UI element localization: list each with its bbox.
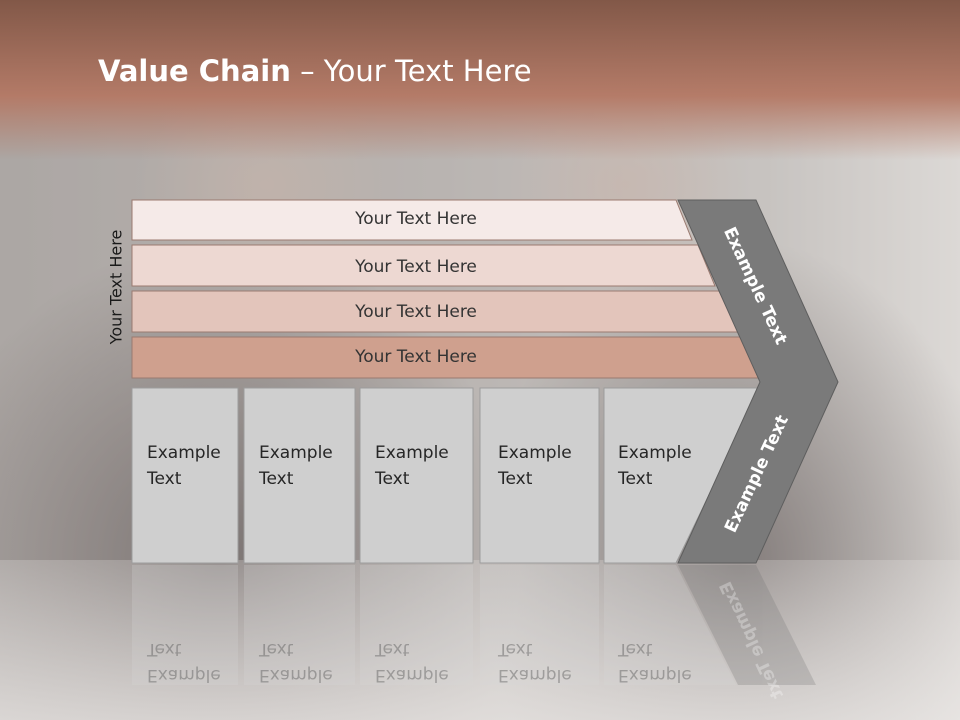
column-1-reflection-line1: Example [147, 665, 221, 685]
column-3-label: Example Text [375, 440, 449, 492]
bar-4-label: Your Text Here [355, 347, 477, 367]
chevron-reflection [678, 565, 816, 685]
column-2-reflection [244, 565, 355, 685]
bar-1 [131, 199, 693, 241]
column-4-reflection [480, 565, 599, 685]
column-2-label-reflection: Example Text [259, 636, 333, 688]
column-2-reflection-line1: Example [259, 665, 333, 685]
bar-2-label: Your Text Here [355, 257, 477, 277]
slide-title: Value Chain – Your Text Here [98, 54, 532, 88]
column-1-label-reflection: Example Text [147, 636, 221, 688]
reflection-group [132, 565, 816, 685]
column-1-reflection-line2: Text [147, 639, 182, 659]
column-5-reflection [604, 565, 736, 685]
column-4-label-reflection: Example Text [498, 636, 572, 688]
column-3-reflection [360, 565, 473, 685]
column-1-line2: Text [147, 469, 182, 489]
column-3-reflection-line1: Example [375, 665, 449, 685]
column-5-label-reflection: Example Text [618, 636, 692, 688]
column-5-reflection-line1: Example [618, 665, 692, 685]
column-3-line1: Example [375, 443, 449, 463]
column-5-line1: Example [618, 443, 692, 463]
column-4-reflection-line1: Example [498, 665, 572, 685]
column-4 [479, 387, 600, 564]
reflection-fade [0, 560, 960, 720]
column-5-label: Example Text [618, 440, 692, 492]
column-2-line2: Text [259, 469, 294, 489]
column-3 [359, 387, 474, 564]
column-1-line1: Example [147, 443, 221, 463]
column-2 [243, 387, 356, 564]
bar-1-label: Your Text Here [355, 209, 477, 229]
column-5 [603, 387, 762, 564]
column-2-label: Example Text [259, 440, 333, 492]
column-2-line1: Example [259, 443, 333, 463]
column-2-reflection-line2: Text [259, 639, 294, 659]
column-4-line1: Example [498, 443, 572, 463]
bar-3-label: Your Text Here [355, 302, 477, 322]
column-4-label: Example Text [498, 440, 572, 492]
column-5-line2: Text [618, 469, 653, 489]
chevron-arrow [677, 199, 839, 564]
bar-2 [131, 244, 716, 287]
column-3-line2: Text [375, 469, 410, 489]
column-1 [131, 387, 239, 564]
column-1-label: Example Text [147, 440, 221, 492]
title-rest: – Your Text Here [290, 54, 532, 88]
column-5-reflection-line2: Text [618, 639, 653, 659]
column-1-reflection [132, 565, 238, 685]
column-4-line2: Text [498, 469, 533, 489]
column-3-label-reflection: Example Text [375, 636, 449, 688]
column-4-reflection-line2: Text [498, 639, 533, 659]
title-bold: Value Chain [98, 54, 291, 88]
column-3-reflection-line2: Text [375, 639, 410, 659]
header-band [0, 0, 960, 160]
